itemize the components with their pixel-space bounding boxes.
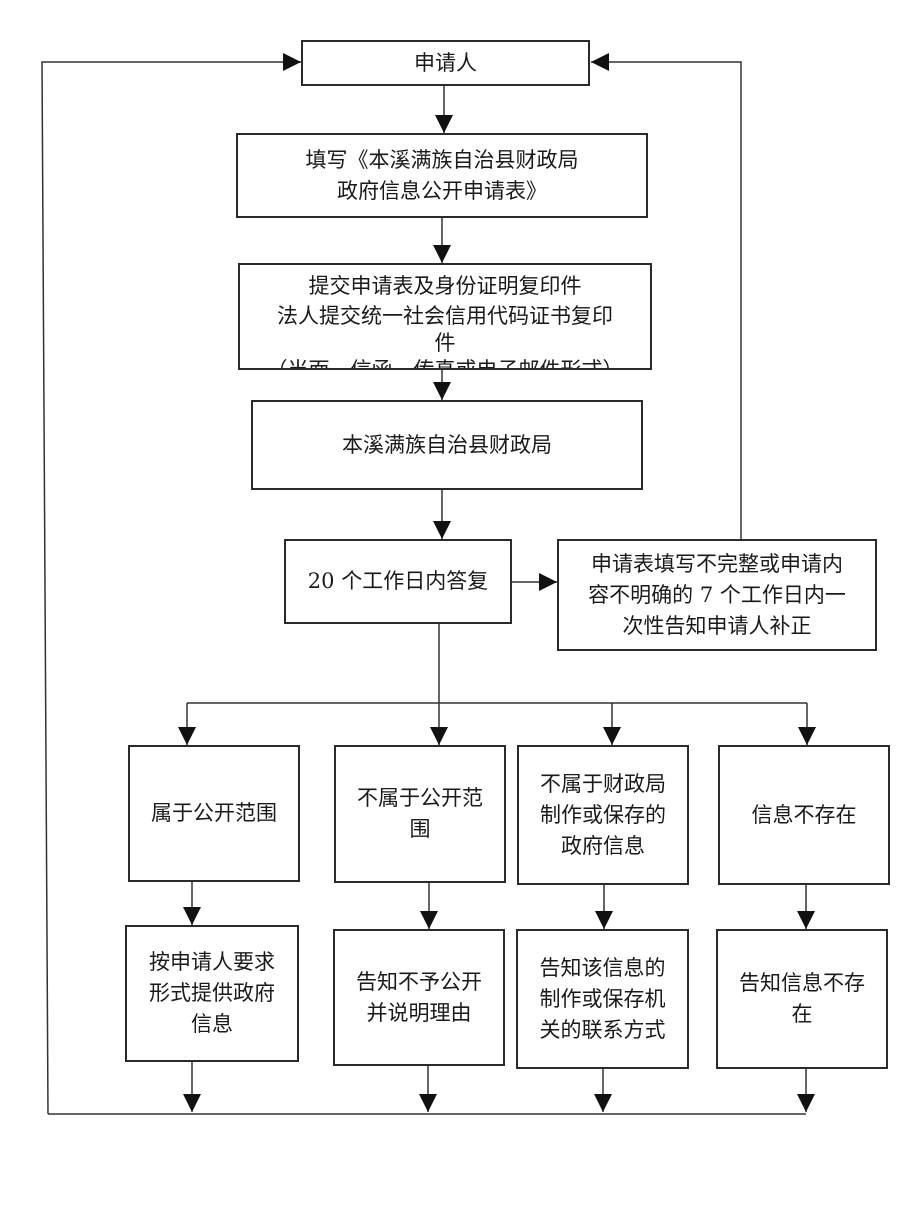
provide-info-box: 按申请人要求 形式提供政府 信息 xyxy=(125,925,299,1062)
public-line-1: 属于公开范围 xyxy=(151,801,277,825)
notify-contact-box: 告知该信息的 制作或保存机 关的联系方式 xyxy=(516,929,689,1069)
public-scope-box: 属于公开范围 xyxy=(128,745,300,882)
bureau-box: 本溪满族自治县财政局 xyxy=(251,400,643,490)
submit-documents-box: 提交申请表及身份证明复印件 法人提交统一社会信用代码证书复印 件 （当面、信函、… xyxy=(238,263,652,370)
not-exist-box: 信息不存在 xyxy=(718,745,890,885)
fill-form-line-1: 填写《本溪满族自治县财政局 xyxy=(305,147,579,172)
notify-not-exist-line-1: 告知信息不存 xyxy=(739,971,865,995)
correction-line-3: 次性告知申请人补正 xyxy=(622,613,812,638)
contact-line-3: 关的联系方式 xyxy=(539,1017,666,1042)
refuse-line-2: 并说明理由 xyxy=(366,1000,472,1025)
not-bureau-info-box: 不属于财政局 制作或保存的 政府信息 xyxy=(517,745,689,885)
notify-refuse-box: 告知不予公开 并说明理由 xyxy=(333,929,505,1066)
fill-form-box: 填写《本溪满族自治县财政局 政府信息公开申请表》 xyxy=(236,133,648,218)
submit-line-3: 件 xyxy=(434,331,456,355)
contact-line-1: 告知该信息的 xyxy=(539,955,666,980)
not-bureau-line-3: 政府信息 xyxy=(561,833,645,858)
submit-line-4: （当面、信函、传真或电子邮件形式） xyxy=(266,358,624,370)
submit-line-2: 法人提交统一社会信用代码证书复印 xyxy=(277,304,613,328)
provide-line-2: 形式提供政府 xyxy=(149,981,275,1005)
provide-line-3: 信息 xyxy=(191,1012,233,1036)
contact-line-2: 制作或保存机 xyxy=(539,986,666,1011)
reply-box: 20 个工作日内答复 xyxy=(284,539,512,624)
fill-form-line-2: 政府信息公开申请表》 xyxy=(337,178,547,203)
correction-line-2: 容不明确的 7 个工作日内一 xyxy=(588,582,846,607)
not-public-box: 不属于公开范 围 xyxy=(334,745,506,883)
not-bureau-line-2: 制作或保存的 xyxy=(540,802,666,827)
refuse-line-1: 告知不予公开 xyxy=(356,969,482,994)
bureau-line-1: 本溪满族自治县财政局 xyxy=(342,432,552,457)
provide-line-1: 按申请人要求 xyxy=(149,950,275,974)
not-bureau-line-1: 不属于财政局 xyxy=(540,771,666,796)
notify-not-exist-line-2: 在 xyxy=(791,1002,813,1026)
return-loop-right xyxy=(591,53,742,539)
correction-box: 申请表填写不完整或申请内 容不明确的 7 个工作日内一 次性告知申请人补正 xyxy=(557,539,877,651)
notify-not-exist-box: 告知信息不存 在 xyxy=(716,929,888,1069)
not-public-line-2: 围 xyxy=(409,817,431,841)
return-loop-left xyxy=(41,53,301,1115)
submit-line-1: 提交申请表及身份证明复印件 xyxy=(308,274,582,298)
applicant-box: 申请人 xyxy=(301,40,590,86)
not-public-line-1: 不属于公开范 xyxy=(357,786,483,810)
applicant-line-1: 申请人 xyxy=(414,50,477,75)
correction-line-1: 申请表填写不完整或申请内 xyxy=(591,551,843,576)
reply-line-1: 20 个工作日内答复 xyxy=(307,569,489,593)
not-exist-line-1: 信息不存在 xyxy=(751,802,857,827)
